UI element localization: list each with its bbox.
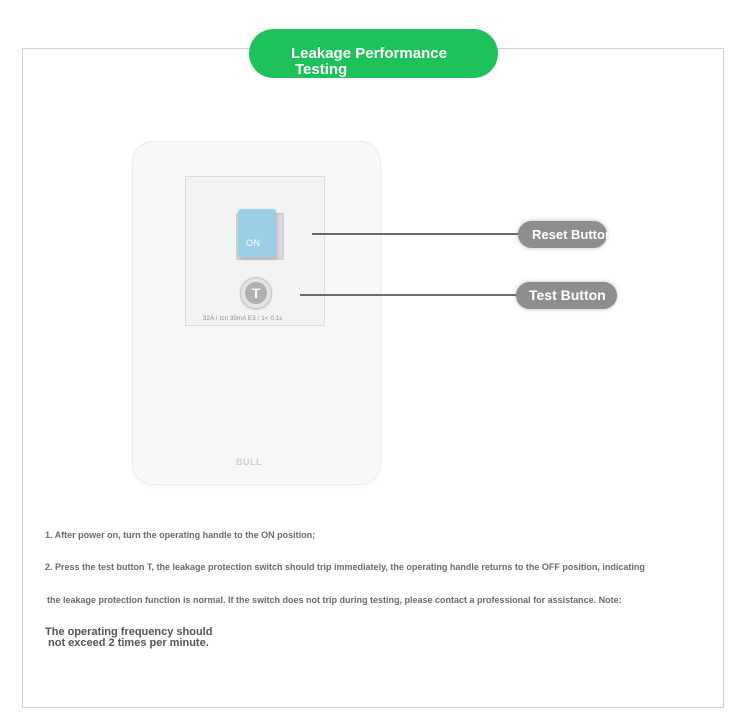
brand-logo: BULL	[236, 457, 262, 467]
instruction-step-2-line-2: the leakage protection function is norma…	[47, 595, 622, 605]
instruction-step-2-line-1: 2. Press the test button T, the leakage …	[45, 562, 645, 572]
reset-button-callout: Reset Button	[518, 221, 613, 248]
title-line-1: Leakage Performance	[291, 45, 447, 62]
title-banner: Leakage Performance Testing	[249, 29, 498, 78]
test-button-symbol: T	[245, 282, 267, 304]
test-button-callout: Test Button	[516, 282, 617, 309]
instruction-step-1: 1. After power on, turn the operating ha…	[45, 530, 316, 540]
rating-label: 32A / Icn 30mA E3 / 1< 0.1s	[203, 316, 283, 322]
reset-button-callout-label: Reset Button	[532, 227, 613, 242]
operating-handle[interactable]	[238, 209, 276, 257]
title-line-2: Testing	[295, 61, 348, 78]
toggle-on-label: ON	[246, 238, 261, 248]
test-leader-line	[300, 294, 517, 296]
reset-leader-line	[312, 233, 519, 235]
test-button-callout-label: Test Button	[529, 287, 606, 303]
note-line-1: The operating frequency should	[45, 626, 213, 638]
note-line-2: not exceed 2 times per minute.	[48, 637, 209, 649]
